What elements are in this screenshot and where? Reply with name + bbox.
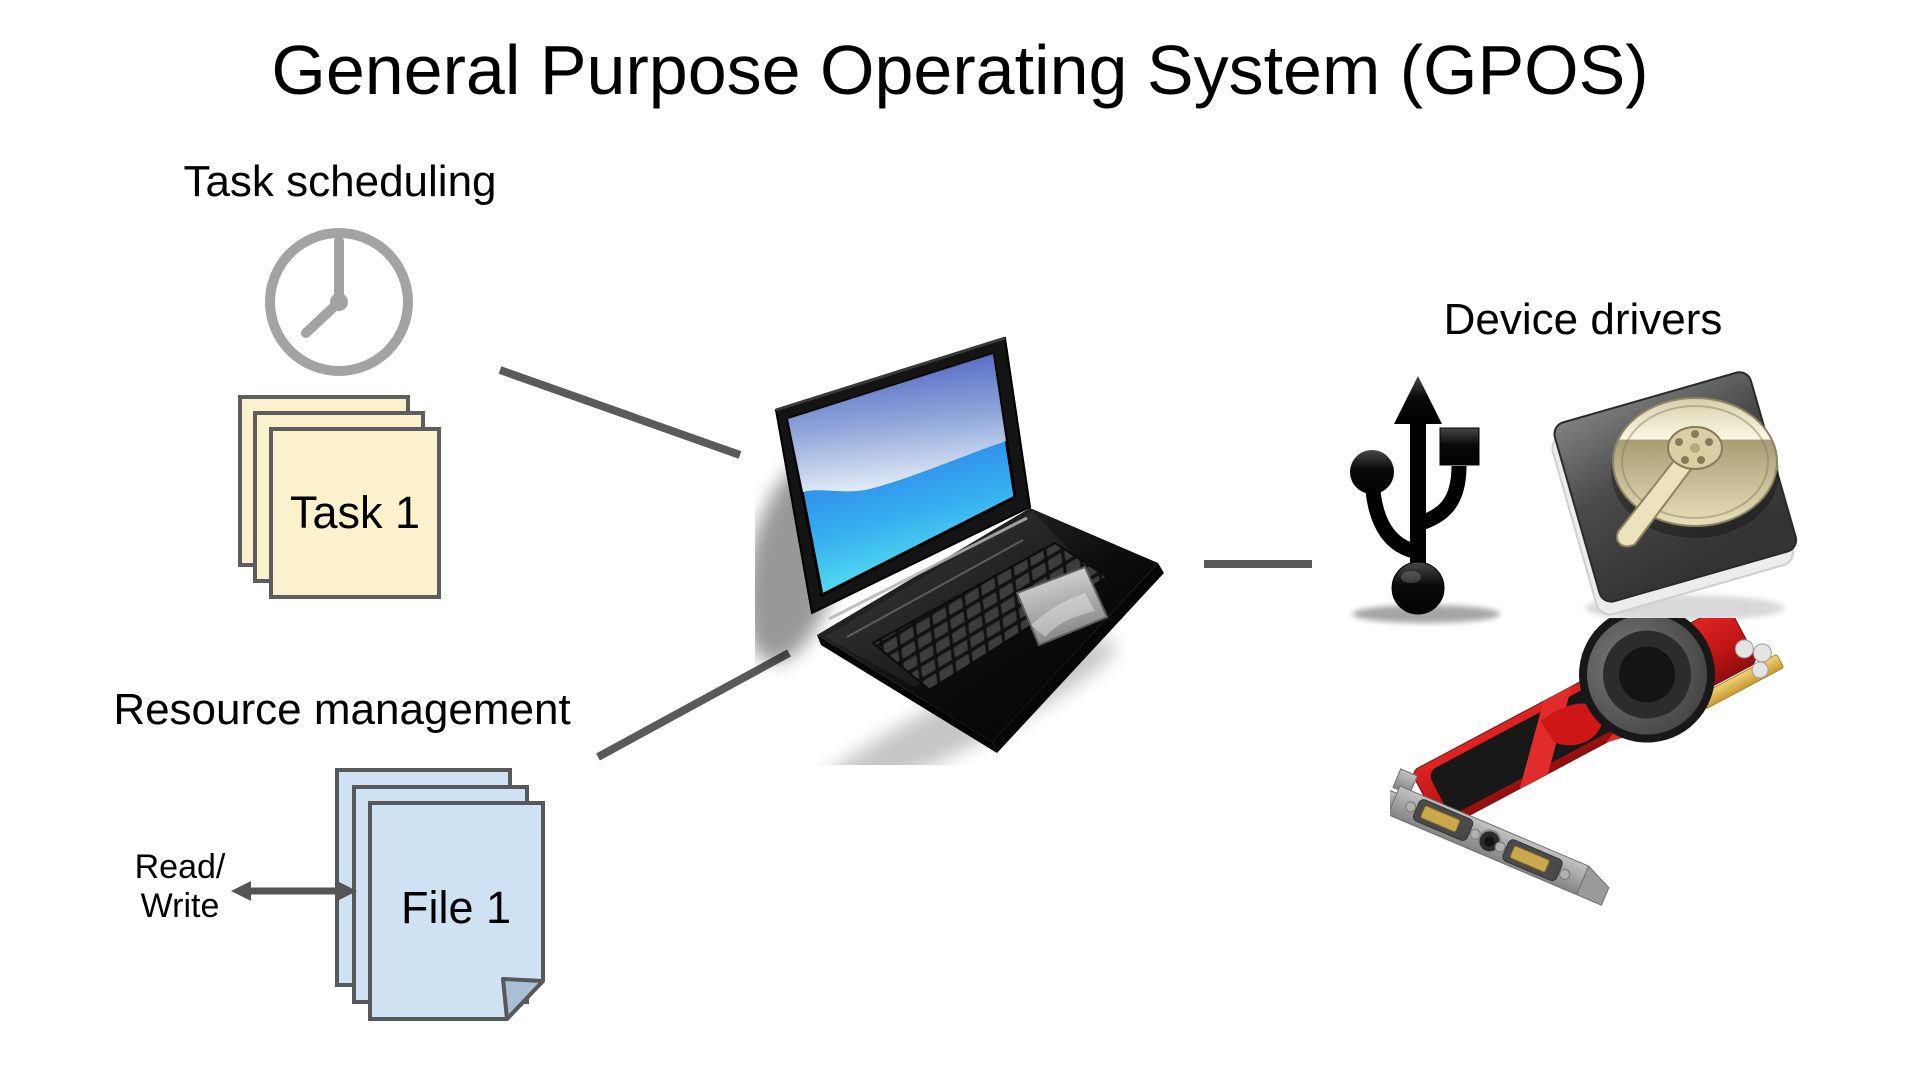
laptop-base-edge-right	[992, 563, 1164, 753]
laptop-base-edge-front	[817, 635, 997, 753]
gpu-svideo-pin	[1484, 836, 1495, 847]
file-paper-stack: File 1	[335, 768, 545, 1021]
usb-square-node	[1439, 427, 1480, 466]
file-card-label: File 1	[401, 882, 511, 933]
hdd-spindle-hole	[1691, 430, 1699, 438]
task-scheduling-label: Task scheduling	[183, 157, 497, 206]
laptop-hinge-highlight	[828, 516, 1028, 621]
hdd-spindle-hole	[1697, 456, 1705, 464]
device-drivers-label: Device drivers	[1443, 295, 1723, 344]
gpu-dvi-port	[1405, 799, 1481, 841]
connector-file-laptop	[596, 649, 791, 761]
usb-circle-node	[1350, 450, 1394, 494]
laptop-keyboard	[871, 541, 1109, 692]
gpu-dvi-port	[1494, 839, 1571, 882]
hdd-platter-ring	[1621, 405, 1769, 519]
laptop-trackpad-sheen	[1031, 593, 1095, 637]
gpu-capacitor	[1751, 661, 1769, 679]
usb-symbol-icon	[1350, 376, 1500, 623]
hdd-spindle-hole	[1705, 438, 1713, 446]
gpu-capacitor	[1752, 643, 1772, 663]
task-card-front: Task 1	[269, 427, 441, 599]
gpu-capacitor	[1734, 639, 1754, 659]
task-card-label: Task 1	[289, 487, 421, 538]
usb-branch-right	[1415, 465, 1467, 532]
usb-base-highlight	[1401, 571, 1421, 583]
page-title: General Purpose Operating System (GPOS)	[271, 31, 1649, 109]
gpu-red-accent	[1540, 703, 1603, 746]
resource-management-label: Resource management	[113, 685, 571, 734]
read-write-arrow-icon	[231, 881, 357, 901]
usb-shadow	[1352, 605, 1500, 623]
file-page-fold	[501, 977, 545, 1021]
connector-task-laptop	[498, 366, 742, 459]
gpu-bracket-foot	[1575, 865, 1610, 906]
hard-drive-icon	[1551, 371, 1798, 621]
gpu-board-group	[1413, 618, 1784, 828]
gpu-bracket-group	[1390, 768, 1610, 906]
usb-base-circle	[1391, 561, 1445, 615]
laptop-icon	[755, 336, 1164, 765]
laptop-hinge-line	[846, 539, 1024, 638]
read-write-label: Read/ Write	[116, 848, 244, 926]
clock-icon	[265, 228, 413, 376]
gpu-fan-hub	[1619, 646, 1676, 703]
hdd-spindle-hole	[1681, 456, 1689, 464]
laptop-trackpad	[1015, 565, 1109, 647]
graphics-card-icon	[1390, 618, 1784, 906]
laptop-lid-edge	[775, 336, 1006, 412]
hdd-actuator-arm	[1616, 443, 1702, 548]
read-write-line2: Write	[140, 887, 220, 926]
usb-arrow-head	[1394, 376, 1442, 424]
laptop-screen-sky	[788, 354, 1006, 492]
read-write-line1: Read/	[134, 848, 226, 886]
hdd-spindle-center	[1690, 443, 1700, 453]
hdd-spindle-hole	[1675, 438, 1683, 446]
task-paper-stack: Task 1	[238, 395, 468, 610]
